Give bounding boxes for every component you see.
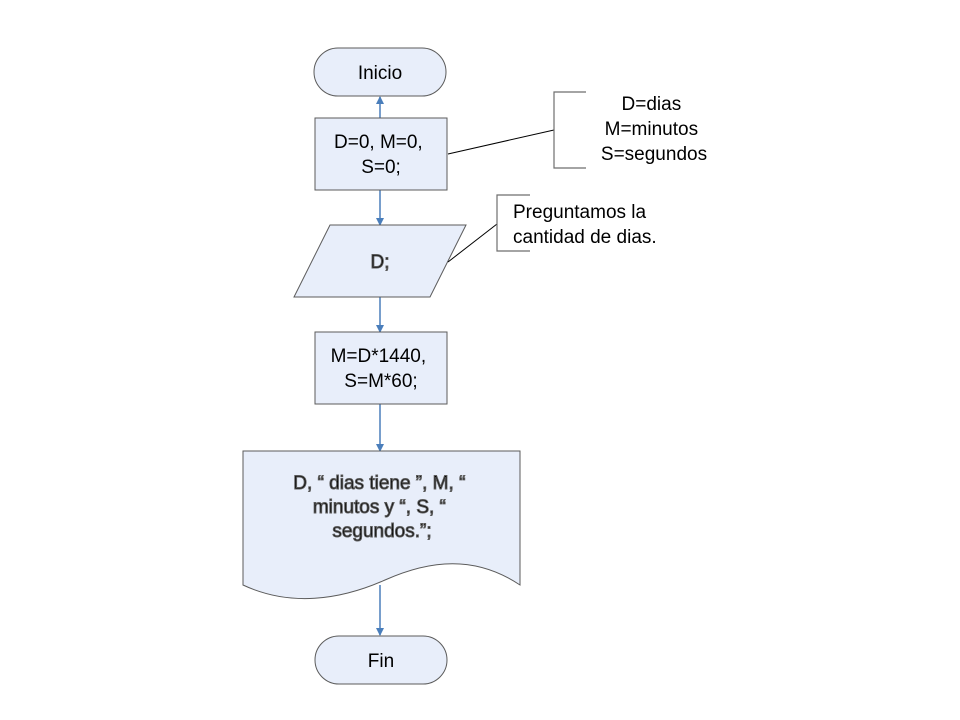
init-line-2: S=0; [361,157,401,178]
variables-annotation-text: D=dias M=minutos S=segundos [601,94,707,165]
output-document-shape: D, “ dias tiene ”, M, “ minutos y “, S, … [242,450,521,600]
variables-annotation-connector [447,129,555,155]
end-terminator-text: Fin [368,651,394,672]
end-line-1: Fin [368,651,394,672]
start-terminator-text: Inicio [358,63,402,84]
ask-annotation-bracket [496,194,530,252]
variables-annotation-bracket [553,91,586,169]
variables-note-line-1: D=dias [622,94,682,115]
init-line-1: D=0, M=0, [334,132,423,153]
init-process-box: D=0, M=0, S=0; [314,117,448,191]
input-data-polygon [293,224,467,298]
start-line-1: Inicio [358,63,402,84]
input-line-1: D; [371,252,390,273]
output-line-1: D, “ dias tiene ”, M, “ [293,473,465,494]
ask-note-line-2: cantidad de dias. [513,227,657,248]
start-terminator: Inicio [313,47,447,97]
input-data-text: D; [371,252,390,273]
variables-note-line-3: S=segundos [601,144,707,165]
calculation-process-text: M=D*1440, S=M*60; [331,346,432,392]
calculation-process-box: M=D*1440, S=M*60; [314,331,448,405]
end-terminator-shape [314,635,448,685]
input-data-shape: D; [293,224,467,298]
calc-line-2: S=M*60; [344,371,417,392]
init-process-text: D=0, M=0, S=0; [334,132,428,178]
variables-annotation: D=dias M=minutos S=segundos [447,91,707,169]
ask-annotation-connector [447,223,498,263]
ask-annotation: Preguntamos la cantidad de dias. [447,194,657,263]
output-document-text: D, “ dias tiene ”, M, “ minutos y “, S, … [293,473,470,542]
calc-line-1: M=D*1440, [331,346,427,367]
calculation-process-shape [314,331,448,405]
ask-annotation-text: Preguntamos la cantidad de dias. [513,202,657,248]
output-line-3: segundos.”; [332,521,431,542]
end-terminator: Fin [314,635,448,685]
output-document-path [242,450,521,600]
output-line-2: minutos y “, S, “ [313,497,446,518]
start-terminator-shape [313,47,447,97]
ask-note-line-1: Preguntamos la [513,202,647,223]
variables-note-line-2: M=minutos [605,119,698,140]
init-process-shape [314,117,448,191]
